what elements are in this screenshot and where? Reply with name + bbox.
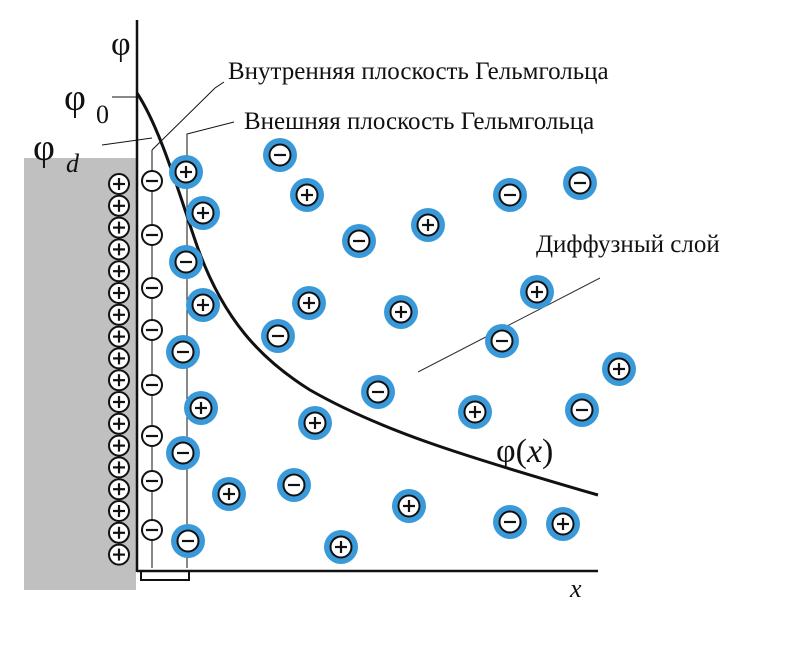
inner-plane-leader <box>151 81 225 151</box>
solvated-cation-icon <box>602 352 636 386</box>
electrode-positive-charge-icon <box>108 500 130 522</box>
solvated-anion-icon <box>171 524 205 558</box>
curve-label-close: ) <box>542 433 553 470</box>
helmholtz-width-bracket <box>140 572 190 581</box>
inner-helmholtz-plane-label: Внутренняя плоскость Гельмгольца <box>228 58 609 85</box>
solvated-anion-icon <box>342 224 376 258</box>
solvated-anion-icon <box>563 166 597 200</box>
solvated-cation-icon <box>458 395 492 429</box>
solvated-cation-icon <box>298 406 332 440</box>
diffuse-layer-leader <box>417 277 601 373</box>
diffuse-layer-label: Диффузный слой <box>536 231 720 258</box>
solvated-cation-icon <box>384 295 418 329</box>
phi-zero-label: φ <box>64 77 86 119</box>
electrode-positive-charge-icon <box>108 260 130 283</box>
adsorbed-anion-icon <box>141 519 163 541</box>
adsorbed-anion-icon <box>141 319 163 341</box>
electrode-positive-charge-icon <box>108 369 130 392</box>
solvated-anion-icon <box>277 468 311 502</box>
solvated-anion-icon <box>169 245 203 279</box>
electrode-positive-charge-icon <box>108 282 130 304</box>
electrode-positive-charge-icon <box>108 194 130 217</box>
solvated-anion-icon <box>493 178 527 212</box>
solvated-cation-icon <box>411 208 445 242</box>
solvated-cation-icon <box>186 288 220 322</box>
curve-label-var: x <box>526 433 542 470</box>
phi-d-label: φ <box>33 127 55 169</box>
charges-layer <box>108 138 636 566</box>
solvated-cation-icon <box>546 507 580 541</box>
curve-label: φ(x) <box>496 433 553 470</box>
solvated-anion-icon <box>263 138 297 172</box>
curve-label-phi: φ( <box>496 433 527 470</box>
phi-zero-subscript: 0 <box>96 100 109 129</box>
electrode-positive-charge-icon <box>108 325 130 348</box>
electrode-positive-charge-icon <box>108 216 130 239</box>
electrode-positive-charge-icon <box>108 238 130 261</box>
solvated-anion-icon <box>565 393 599 427</box>
solvated-anion-icon <box>361 375 395 409</box>
adsorbed-anion-icon <box>141 374 163 396</box>
adsorbed-anion-icon <box>141 425 163 447</box>
electrode-positive-charge-icon <box>108 456 130 479</box>
solvated-anion-icon <box>485 324 519 358</box>
solvated-cation-icon <box>212 477 246 511</box>
phi-d-tick <box>101 137 153 146</box>
solvated-cation-icon <box>169 155 203 189</box>
electrode-positive-charge-icon <box>108 391 130 413</box>
adsorbed-anion-icon <box>141 277 163 299</box>
solvated-anion-icon <box>261 319 295 353</box>
electrode-positive-charge-icon <box>108 303 130 326</box>
solvated-anion-icon <box>493 505 527 539</box>
outer-plane-leader <box>186 121 235 140</box>
solvated-anion-icon <box>166 436 200 470</box>
electrode-positive-charge-icon <box>108 173 130 195</box>
electrode-positive-charge-icon <box>108 521 130 544</box>
solvated-cation-icon <box>184 391 218 425</box>
solvated-cation-icon <box>292 286 326 320</box>
electrode-positive-charge-icon <box>108 434 130 457</box>
adsorbed-anion-icon <box>141 170 163 192</box>
electrode-positive-charge-icon <box>108 347 130 370</box>
solvated-anion-icon <box>166 335 200 369</box>
solvated-cation-icon <box>392 489 426 523</box>
solvated-cation-icon <box>324 530 358 564</box>
solvated-cation-icon <box>186 196 220 230</box>
solvated-cation-icon <box>520 275 554 309</box>
outer-helmholtz-plane-label: Внешняя плоскость Гельмгольца <box>244 108 594 135</box>
solvated-cation-icon <box>290 178 324 212</box>
adsorbed-anion-icon <box>141 470 163 492</box>
electrode-positive-charge-icon <box>108 543 130 566</box>
adsorbed-anion-icon <box>141 224 163 246</box>
phi-d-subscript: d <box>66 149 80 178</box>
electrode-positive-charge-icon <box>108 478 130 501</box>
x-axis-label: x <box>569 574 582 603</box>
electrode-positive-charge-icon <box>108 412 130 435</box>
phi-axis-label: φ <box>111 26 131 63</box>
